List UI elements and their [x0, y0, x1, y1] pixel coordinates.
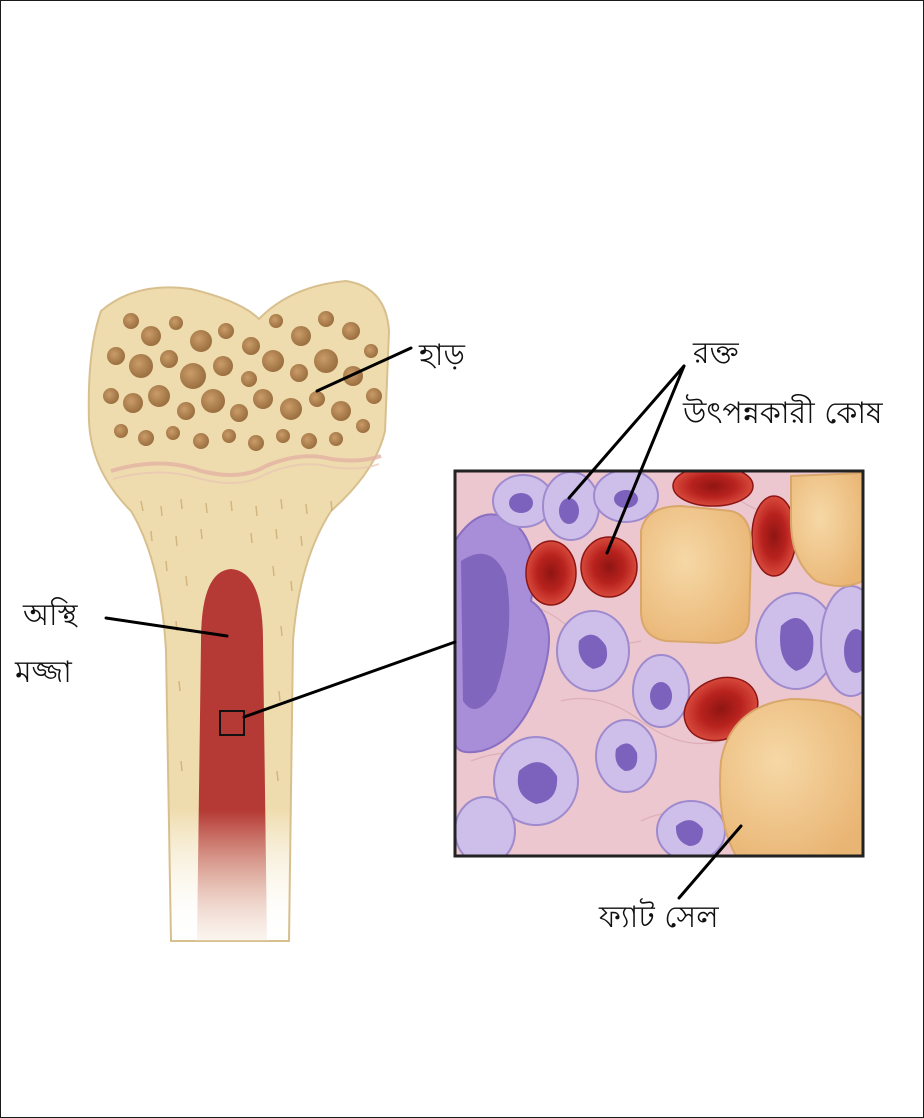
label-fat-cell: ফ্যাট সেল — [599, 903, 719, 933]
magnified-inset — [455, 466, 881, 865]
label-bone: হাড় — [419, 341, 465, 371]
label-bone-marrow-line1: অস্থি — [23, 601, 77, 631]
label-blood-forming-cells-line2: উৎপন্নকারী কোষ — [683, 399, 883, 429]
bone-marrow-cavity — [197, 569, 267, 941]
label-blood-forming-cells-line1: রক্ত — [693, 339, 739, 369]
label-bone-marrow-line2: মজ্জা — [15, 658, 72, 688]
